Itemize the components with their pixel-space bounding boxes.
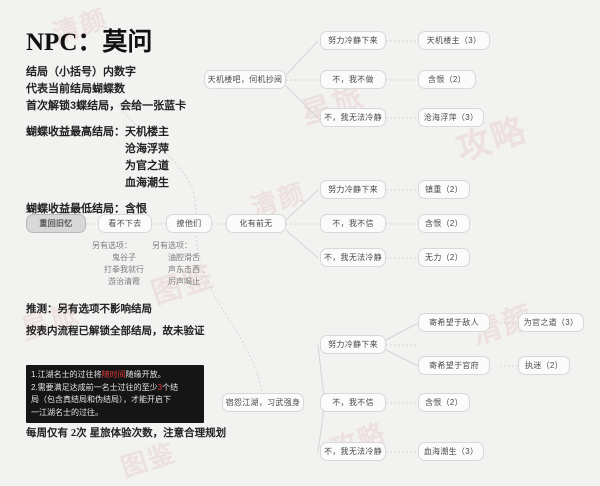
warning-text: 随缘开放。: [125, 370, 166, 379]
alt-options-2-header: 另有选项：: [152, 241, 192, 250]
warning-text: 个结: [162, 382, 179, 392]
alt-options-2: 另有选项： 油腔滑舌 声东击西 厉声喝止: [152, 240, 216, 288]
node-choice[interactable]: 不，我不信: [320, 393, 386, 412]
alt-option-item: 游治清霞: [108, 277, 140, 286]
alt-option-item: 打拳我就行: [104, 265, 144, 274]
alt-option-item: 厉声喝止: [168, 277, 200, 286]
node-ending[interactable]: 含恨（2）: [418, 70, 476, 89]
node-choice[interactable]: 努力冷静下来: [320, 180, 386, 199]
node-branch-bottom[interactable]: 宿怨江湖，习武强身: [222, 393, 304, 412]
node-choice[interactable]: 不，我不做: [320, 70, 386, 89]
best-endings-label: 蝴蝶收益最高结局：: [26, 126, 125, 138]
warning-text: 2.需要满足达成前一名士过往的至少: [31, 382, 158, 392]
prediction-line-2: 按表内流程已解锁全部结局，故未验证: [26, 325, 205, 337]
warning-line-3: 局（包含真结局和伪结局），才能开启下: [31, 395, 171, 404]
best-endings: 蝴蝶收益最高结局： 天机楼主 沧海浮萍 为官之道 血海潮生: [26, 124, 226, 192]
warning-line-1: 1.江湖名士的过往将随时间随缘开放。: [31, 369, 199, 382]
node-ending[interactable]: 镇重（2）: [418, 180, 470, 199]
node-ending[interactable]: 无力（2）: [418, 248, 470, 267]
note-line-1: 结局（小括号）内数字: [26, 66, 136, 78]
node-stage3[interactable]: 化有前无: [226, 214, 286, 233]
node-choice[interactable]: 努力冷静下来: [320, 31, 386, 50]
node-start[interactable]: 重回旧忆: [26, 214, 86, 233]
node-ending[interactable]: 为官之道（3）: [518, 313, 584, 332]
node-choice[interactable]: 不，我不信: [320, 214, 386, 233]
node-ending[interactable]: 含恨（2）: [418, 393, 470, 412]
node-choice[interactable]: 不，我无法冷静: [320, 442, 386, 461]
prediction-line-1: 推测：另有选项不影响结局: [26, 303, 152, 315]
node-subchoice[interactable]: 寄希望于敌人: [418, 313, 490, 332]
worst-endings-label: 蝴蝶收益最低结局：: [26, 203, 125, 215]
node-ending[interactable]: 含恨（2）: [418, 214, 470, 233]
warning-line-2: 2.需要满足达成前一名士过往的至少3个结: [31, 382, 199, 395]
footer-count: 2: [70, 428, 77, 439]
note-line-2: 代表当前结局蝴蝶数: [26, 83, 125, 95]
node-choice[interactable]: 不，我无法冷静: [320, 248, 386, 267]
alt-options-1-header: 另有选项：: [92, 241, 132, 250]
alt-option-item: 声东击西: [168, 265, 200, 274]
node-ending[interactable]: 沧海浮萍（3）: [418, 108, 484, 127]
node-choice[interactable]: 努力冷静下来: [320, 335, 386, 354]
best-ending-item: 沧海浮萍: [125, 143, 169, 155]
footer-text: 每周仅有: [26, 427, 71, 439]
page-title: NPC：莫问: [26, 22, 152, 58]
alt-options-1: 另有选项： 鬼谷子 打拳我就行 游治清霞: [92, 240, 156, 288]
watermark: 图鉴: [117, 437, 180, 483]
warning-highlight: 3: [157, 382, 163, 392]
best-ending-item: 天机楼主: [125, 126, 169, 138]
warning-line-4: 一江湖名士的过往。: [31, 407, 103, 417]
npc-label: NPC：: [26, 29, 103, 56]
node-stage2[interactable]: 撩他们: [166, 214, 212, 233]
best-ending-item: 血海潮生: [125, 177, 169, 189]
footer-text: 次 星旅体验次数，注意合理规划: [76, 427, 227, 439]
node-ending[interactable]: 血海潮生（3）: [418, 442, 484, 461]
node-branch-top[interactable]: 天机楼吧，伺机抄阅: [204, 70, 286, 89]
alt-option-item: 油腔滑舌: [168, 253, 200, 262]
worst-ending-item: 含恨: [125, 203, 147, 215]
node-ending[interactable]: 天机楼主（3）: [418, 31, 490, 50]
alt-option-item: 鬼谷子: [112, 253, 136, 262]
footer-note: 每周仅有 2次 星旅体验次数，注意合理规划: [26, 425, 226, 440]
node-subchoice[interactable]: 寄希望于官府: [418, 356, 490, 375]
node-stage1[interactable]: 看不下去: [98, 214, 152, 233]
worst-endings: 蝴蝶收益最低结局： 含恨: [26, 201, 226, 218]
warning-text: 1.江湖名士的过往将: [31, 370, 102, 379]
note-line-3: 首次解锁3蝶结局，会给一张蓝卡: [26, 100, 187, 112]
warning-highlight: 随时间: [101, 370, 126, 379]
warning-box: 1.江湖名士的过往将随时间随缘开放。 2.需要满足达成前一名士过往的至少3个结 …: [26, 365, 204, 423]
notes-block: 结局（小括号）内数字 代表当前结局蝴蝶数 首次解锁3蝶结局，会给一张蓝卡 蝴蝶收…: [26, 64, 226, 218]
best-ending-item: 为官之道: [125, 160, 169, 172]
node-ending[interactable]: 执迷（2）: [518, 356, 570, 375]
npc-name: 莫问: [102, 28, 153, 56]
node-choice[interactable]: 不，我无法冷静: [320, 108, 386, 127]
